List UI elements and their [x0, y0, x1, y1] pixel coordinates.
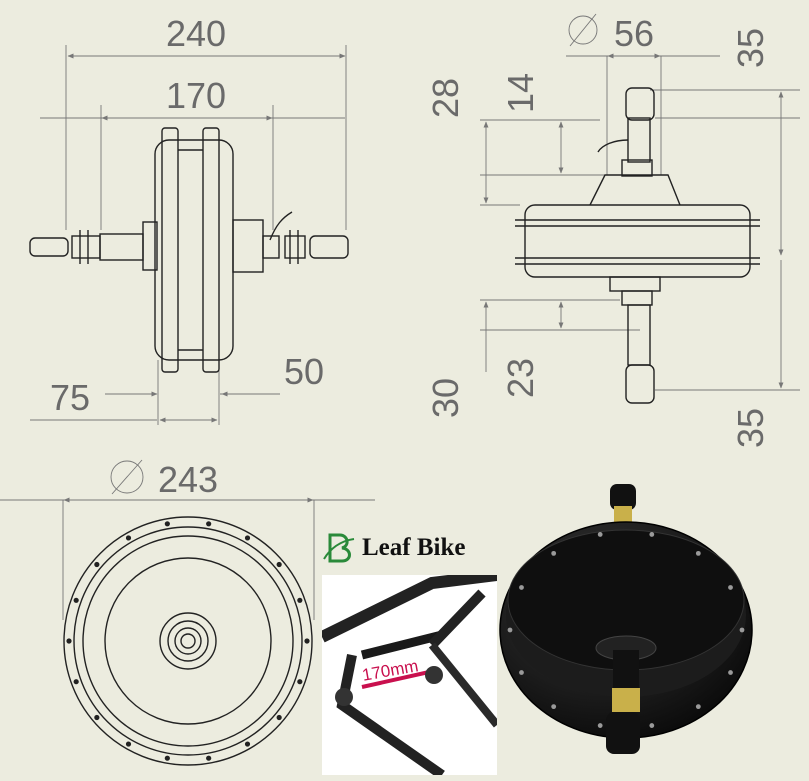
bolt-hole [73, 597, 79, 603]
photo-bolt [649, 532, 655, 537]
photo-bolt [507, 627, 513, 633]
dim-right-35: 35 35 [650, 28, 800, 448]
dim-left: 28 14 30 23 [425, 73, 640, 418]
photo-bolt [597, 723, 603, 728]
photo-bolt [739, 627, 745, 633]
bolt-hole [297, 679, 303, 685]
bolt-hole [94, 561, 100, 568]
dim-label-28: 28 [425, 78, 466, 118]
leaf-bike-logo: Leaf Bike [322, 530, 465, 566]
bolt-hole [125, 741, 132, 747]
bolt-hole [276, 561, 282, 568]
dim-label-30: 30 [425, 378, 466, 418]
photo-bolt [551, 704, 557, 710]
leaf-logo-icon [323, 533, 355, 563]
face-view: 243 [0, 459, 375, 766]
dim-label-240: 240 [166, 13, 226, 54]
dim-label-bottom-35: 35 [730, 408, 771, 448]
photo-bolt [519, 670, 524, 675]
dim-phi56: 56 [566, 13, 720, 175]
motor-side-outline [29, 127, 349, 373]
frame-photo: 170mm [322, 575, 497, 775]
dim-label-56: 56 [614, 13, 654, 54]
photo-bolt [519, 585, 524, 590]
dim-label-14: 14 [500, 73, 541, 113]
dim-240: 240 [65, 13, 347, 230]
side-view: 240 170 75 50 [29, 13, 349, 425]
bolt-hole [304, 638, 310, 644]
dim-label-50: 50 [284, 351, 324, 392]
photo-bolt [597, 532, 603, 537]
dim-label-243: 243 [158, 459, 218, 500]
frame-illustration [322, 575, 497, 775]
bolt-hole [94, 714, 100, 721]
bolt-hole [276, 714, 282, 721]
bolt-hole [73, 679, 79, 685]
photo-bolt [728, 585, 733, 590]
dim-170: 170 [40, 75, 345, 230]
front-view: 56 35 35 28 14 [425, 13, 800, 448]
bolt-hole [206, 521, 212, 527]
bolt-hole [125, 535, 132, 541]
bolt-hole [297, 597, 303, 603]
photo-bolt [551, 550, 557, 556]
photo-bolt [695, 704, 701, 710]
bolt-hole [66, 638, 72, 644]
bolt-hole [206, 755, 212, 761]
brand-name: Leaf Bike [362, 534, 466, 561]
dim-label-170: 170 [166, 75, 226, 116]
bolt-hole [164, 521, 170, 527]
dim-phi243: 243 [0, 459, 375, 620]
dim-label-75: 75 [50, 377, 90, 418]
dim-75-50: 75 50 [30, 351, 324, 425]
bolt-hole [244, 535, 251, 541]
dim-label-top-35: 35 [730, 28, 771, 68]
dim-label-23: 23 [500, 358, 541, 398]
photo-bolt [695, 550, 701, 556]
photo-bolt [649, 723, 655, 728]
motor-front-outline [515, 87, 760, 404]
motor-face-outline [63, 516, 313, 766]
bolt-hole [244, 741, 251, 747]
bolt-hole [164, 755, 170, 761]
motor-photo [499, 484, 753, 754]
photo-bolt [728, 670, 733, 675]
